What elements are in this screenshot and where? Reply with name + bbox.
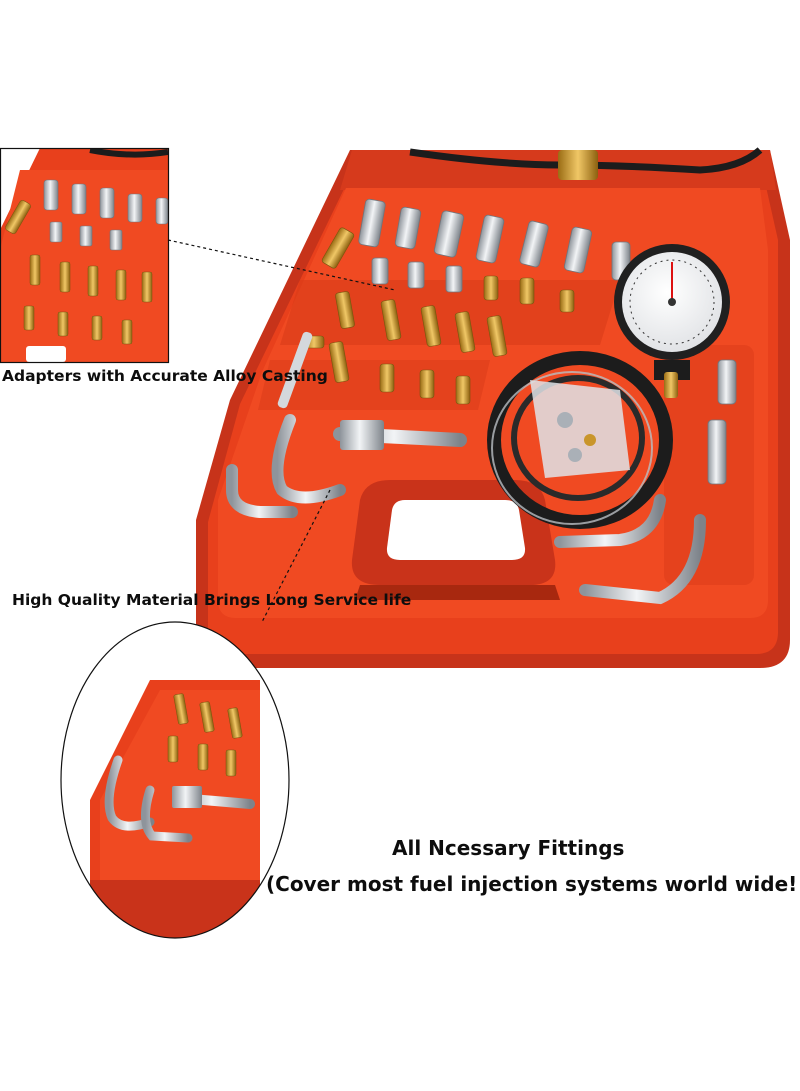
lid-hose	[409, 147, 763, 174]
pressure-gauge	[614, 244, 730, 398]
hose-t-block	[340, 420, 384, 450]
adapters-caption: Adapters with Accurate Alloy Casting	[2, 367, 328, 385]
coiled-hose	[487, 351, 673, 529]
callout-leaders	[167, 239, 396, 623]
quality-caption: High Quality Material Brings Long Servic…	[12, 591, 412, 609]
side-adapters	[707, 359, 737, 485]
fittings-detail-inset	[60, 621, 290, 939]
parts-bag	[530, 380, 630, 478]
long-hose-loop	[277, 331, 313, 409]
fittings-title: All Ncessary Fittings	[392, 836, 625, 860]
adapters-detail-inset	[0, 147, 170, 364]
fittings-subtitle: (Cover most fuel injection systems world…	[266, 872, 798, 896]
t-fitting-top	[558, 150, 598, 180]
brass-fittings	[303, 227, 575, 405]
adapter-row-chrome	[358, 198, 631, 293]
